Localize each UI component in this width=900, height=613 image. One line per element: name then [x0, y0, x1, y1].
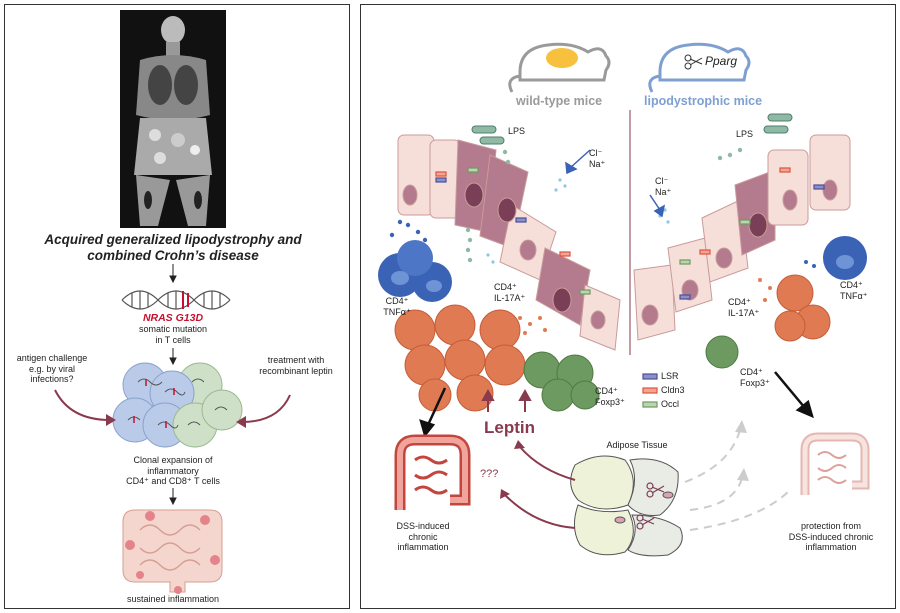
leptin-arrows — [504, 446, 576, 529]
cd4-tnf-right-label: CD4⁺ TNFα⁺ — [840, 280, 868, 301]
tnf-cells-left — [378, 240, 452, 302]
epithelium-right — [633, 134, 851, 341]
leptin-treatment-arrow — [241, 394, 291, 423]
legend-glyphs — [642, 373, 658, 408]
dashed-arrowheads — [735, 420, 749, 481]
cd4-il17-left-label: CD4⁺ IL-17A⁺ — [494, 282, 526, 303]
clonal-tcells-cluster — [112, 362, 243, 448]
il17-cells-right — [774, 274, 831, 342]
tnf-dots-right — [804, 260, 816, 268]
ion-dots — [486, 178, 670, 264]
cd4-foxp3-right-label: CD4⁺ Foxp3⁺ — [740, 367, 770, 388]
adipose-scissors-icon — [636, 482, 665, 530]
dna-icon — [121, 290, 231, 310]
cd4-il17-right-label: CD4⁺ IL-17A⁺ — [728, 297, 760, 318]
legend-cldn3-label: Cldn3 — [661, 385, 685, 395]
ions-label-right: Cl⁻ Na⁺ — [655, 176, 672, 197]
protection-label: protection from DSS-induced chronic infl… — [788, 521, 874, 552]
arrow-mutation-to-cells — [169, 348, 177, 366]
bacteria-right-icon — [763, 113, 793, 134]
adipose-tissue-icon — [570, 455, 683, 557]
tnf-cell-right — [823, 236, 867, 280]
wild-type-mouse-icon — [508, 42, 611, 93]
il17-cells-left — [394, 304, 526, 412]
arrows-to-cells — [481, 388, 532, 412]
mutation-label: NRAS G13D — [142, 312, 204, 324]
ion-arrow-left — [565, 149, 591, 175]
left-title-line2: combined Crohn’s disease — [87, 248, 259, 263]
il17-dots-left — [518, 316, 547, 335]
inflamed-intestine-icon — [122, 509, 223, 594]
arrow-right-to-intestine — [774, 371, 814, 419]
lps-label-left: LPS — [508, 126, 526, 136]
inflamed-colon-icon — [394, 434, 471, 510]
lps-dots — [465, 147, 743, 263]
bacteria-left-icon — [471, 125, 505, 145]
pparg-label: Pparg — [705, 54, 738, 68]
lipodystrophic-mouse-icon — [648, 42, 751, 93]
legend-lsr-label: LSR — [661, 371, 679, 381]
ion-arrow-right — [649, 194, 666, 218]
unknown-factor-label: ??? — [480, 468, 499, 480]
tnf-dots-left — [389, 219, 428, 243]
leptin-label: Leptin — [484, 418, 535, 437]
adipose-tissue-label: Adipose Tissue — [606, 440, 668, 450]
foxp3-cell-right — [705, 335, 739, 369]
scissors-icon — [684, 54, 703, 70]
junction-markers — [435, 167, 825, 300]
antigen-arrow — [54, 389, 111, 421]
legend-occl-label: Occl — [661, 399, 679, 409]
mutation-description: somatic mutation in T cells — [138, 324, 208, 345]
dss-inflammation-label: DSS-induced chronic inflammation — [396, 521, 450, 552]
foxp3-cells-left — [523, 351, 600, 412]
leptin-arrowheads — [500, 440, 525, 499]
mri-image — [120, 10, 226, 228]
antigen-arrowhead — [106, 414, 116, 426]
leptin-treatment-label: treatment with recombinant leptin — [259, 355, 333, 376]
cd4-foxp3-left-label: CD4⁺ Foxp3⁺ — [595, 386, 625, 407]
sustained-inflammation-label: sustained inflammation — [126, 594, 220, 604]
arrow-left-to-intestine — [419, 387, 447, 438]
arrow-title-to-dna — [169, 264, 177, 284]
wild-type-label: wild-type mice — [516, 94, 603, 108]
clonal-expansion-label: Clonal expansion of inflammatory CD4⁺ an… — [126, 455, 220, 486]
antigen-challenge-label: antigen challenge e.g. by viral infectio… — [16, 353, 88, 384]
ions-label-left: Cl⁻ Na⁺ — [589, 148, 606, 169]
leptin-treatment-arrowhead — [236, 416, 246, 428]
left-title-line1: Acquired generalized lipodystrophy and — [44, 232, 302, 247]
lps-label-right: LPS — [736, 129, 754, 139]
dashed-arrows — [684, 429, 791, 531]
arrow-cells-to-intestine — [169, 488, 177, 506]
lipodystrophic-label: lipodystrophic mice — [644, 94, 763, 108]
healthy-colon-icon — [800, 432, 870, 495]
il17-dots-right — [758, 278, 772, 302]
cd4-tnf-left-label: CD4⁺ TNFα⁺ — [383, 296, 411, 317]
